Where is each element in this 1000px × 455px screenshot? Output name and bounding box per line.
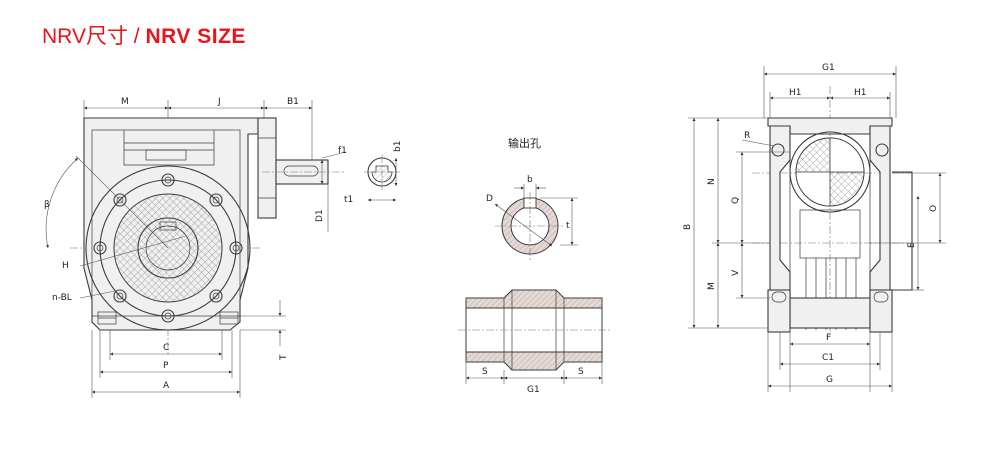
label-beta: β [44,200,50,210]
label-t: t [566,221,570,231]
label-F: F [826,333,831,343]
worm-boss [145,149,187,161]
input-shaft-key [283,165,319,177]
label-S-right: S [578,367,584,377]
label-B1: B1 [287,97,299,107]
label-J: J [217,97,221,107]
title-main: NRV SIZE [145,25,246,48]
label-D: D [486,194,493,204]
output-bore-view: 输出孔 b D t S G1 [458,136,610,395]
label-H: H [62,261,69,271]
page-title: NRV尺寸 / NRV SIZE [42,20,246,50]
label-H1-right: H1 [854,88,867,98]
label-V: V [731,269,741,276]
label-t1: t1 [344,195,353,205]
output-flange-bolt-ring [99,179,237,317]
label-G1: G1 [527,385,540,395]
side-hole-top-right [875,143,889,157]
label-T: T [279,354,289,361]
label-b1: b1 [393,141,403,152]
label-N: N [707,178,717,185]
beta-arc [45,157,79,249]
title-prefix: NRV尺寸 / [42,25,146,48]
label-R: R [744,131,750,141]
label-H1-left: H1 [789,88,802,98]
label-f1: f1 [338,146,347,156]
label-P: P [163,361,169,371]
input-flange [257,117,277,219]
worm-cover [123,130,215,166]
label-A: A [163,381,170,391]
cooling-fins [805,258,857,330]
label-M: M [121,97,129,107]
label-side-G1: G1 [822,63,835,73]
side-view: R G1 H1 H1 B N M Q [683,63,946,392]
output-keyway [159,221,177,231]
label-M-side: M [707,282,717,290]
label-S-left: S [482,367,488,377]
side-hole-top-left [771,143,785,157]
label-C1: C1 [822,353,834,363]
label-Q: Q [731,197,741,204]
output-bore-inner [145,225,191,271]
label-B: B [683,224,693,230]
label-b: b [527,175,533,185]
label-O: O [929,205,939,212]
front-view: β H n-BL M J B1 f1 D1 b1 t1 [44,97,403,398]
worm-circle-outer [789,131,871,213]
label-C: C [163,343,169,353]
label-D1: D1 [315,209,325,222]
label-G: G [826,375,833,385]
output-bore-title: 输出孔 [508,136,541,150]
label-n-BL: n-BL [52,293,72,303]
label-E: E [907,242,917,248]
output-bore [137,217,199,279]
output-flange-outer [85,165,251,331]
